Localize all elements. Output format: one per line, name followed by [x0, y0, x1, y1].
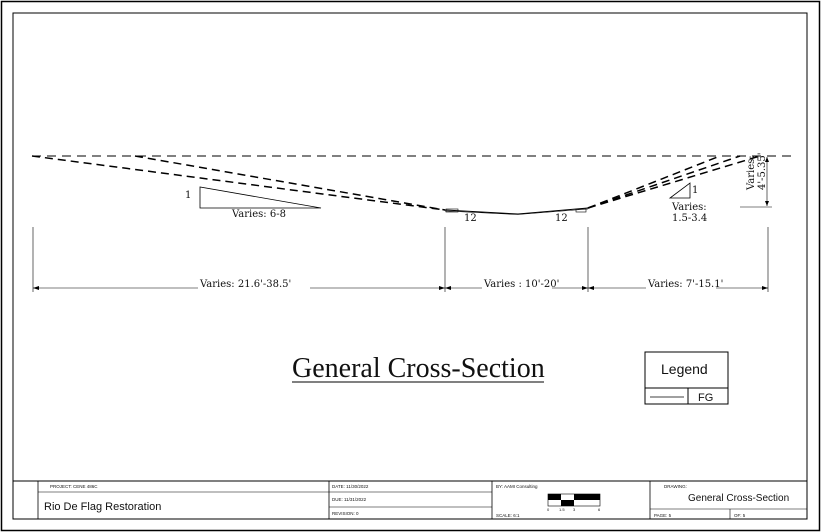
depth-label-1: Varies:	[746, 155, 757, 191]
due-label: DUE: 11/31/2022	[332, 497, 367, 502]
width-center-label: Varies : 10'-20'	[483, 279, 559, 290]
scale-tick-3: 6	[598, 507, 601, 512]
scale-label: SCALE: 6:1	[496, 513, 520, 518]
right-slope-label-1: Varies:	[671, 202, 707, 213]
channel-bottom	[444, 207, 589, 215]
project-name: Rio De Flag Restoration	[44, 501, 161, 513]
drawing-title: General Cross-Section	[292, 353, 545, 384]
width-center-bg	[482, 278, 552, 290]
revision-label: REVISION: 0	[332, 511, 359, 516]
left-channel-marker	[445, 208, 459, 213]
scale-tick-0: 0	[547, 507, 550, 512]
scale-bar-seg-3	[574, 494, 600, 500]
width-arrow-2	[439, 286, 445, 290]
width-right-bg	[646, 278, 716, 290]
right-channel-marker	[575, 208, 587, 213]
right-slope-line-2	[587, 155, 741, 209]
legend-box	[644, 351, 729, 405]
scale-bar-seg-1	[548, 494, 561, 500]
depth-arrow-top	[765, 157, 769, 162]
width-arrow-1	[33, 286, 39, 290]
depth-arrow-bottom	[765, 201, 769, 206]
channel-base-right	[517, 208, 589, 215]
channel-right-label: 12	[555, 213, 568, 224]
width-arrow-6	[762, 286, 768, 290]
scale-bar	[547, 493, 601, 507]
right-slope-rise: 1	[692, 185, 698, 196]
width-left-label: Varies: 21.6'-38.5'	[199, 279, 291, 290]
date-label: DATE: 11/30/2022	[332, 484, 369, 489]
right-slope-line-3	[587, 155, 721, 209]
left-slope-label: Varies: 6-8	[231, 209, 286, 220]
channel-base-left	[444, 210, 519, 215]
depth-label-2: 4'-5.35'	[757, 152, 768, 190]
legend-item-label: FG	[698, 392, 713, 404]
width-left-bg	[198, 278, 310, 290]
drawing-label: DRAWING:	[664, 484, 687, 489]
left-slope-line-2	[134, 155, 446, 211]
width-right-label: Varies: 7'-15.1'	[647, 279, 723, 290]
right-slope-line-1	[587, 155, 761, 209]
right-slope-triangle	[668, 182, 691, 199]
scale-bar-seg-2	[561, 500, 574, 506]
right-slope-label-2: 1.5-3.4	[672, 213, 707, 224]
width-arrow-3	[445, 286, 451, 290]
drawing-name: General Cross-Section	[688, 493, 789, 504]
width-arrow-5	[588, 286, 594, 290]
scale-tick-1: 1.5	[559, 507, 565, 512]
left-slope-rise: 1	[185, 190, 191, 201]
left-slope-line-1	[31, 155, 446, 211]
project-label: PROJECT: CENE 486C	[50, 484, 98, 489]
width-arrow-4	[582, 286, 588, 290]
of-label: OF: 5	[734, 513, 746, 518]
drawing-frame	[12, 12, 808, 520]
scale-tick-2: 3	[573, 507, 576, 512]
page-label: PAGE: 5	[654, 513, 672, 518]
by-label: BY: AAMI Consulting	[496, 484, 538, 489]
legend-title: Legend	[661, 361, 708, 377]
left-slope-triangle	[199, 186, 322, 209]
channel-left-label: 12	[464, 213, 477, 224]
